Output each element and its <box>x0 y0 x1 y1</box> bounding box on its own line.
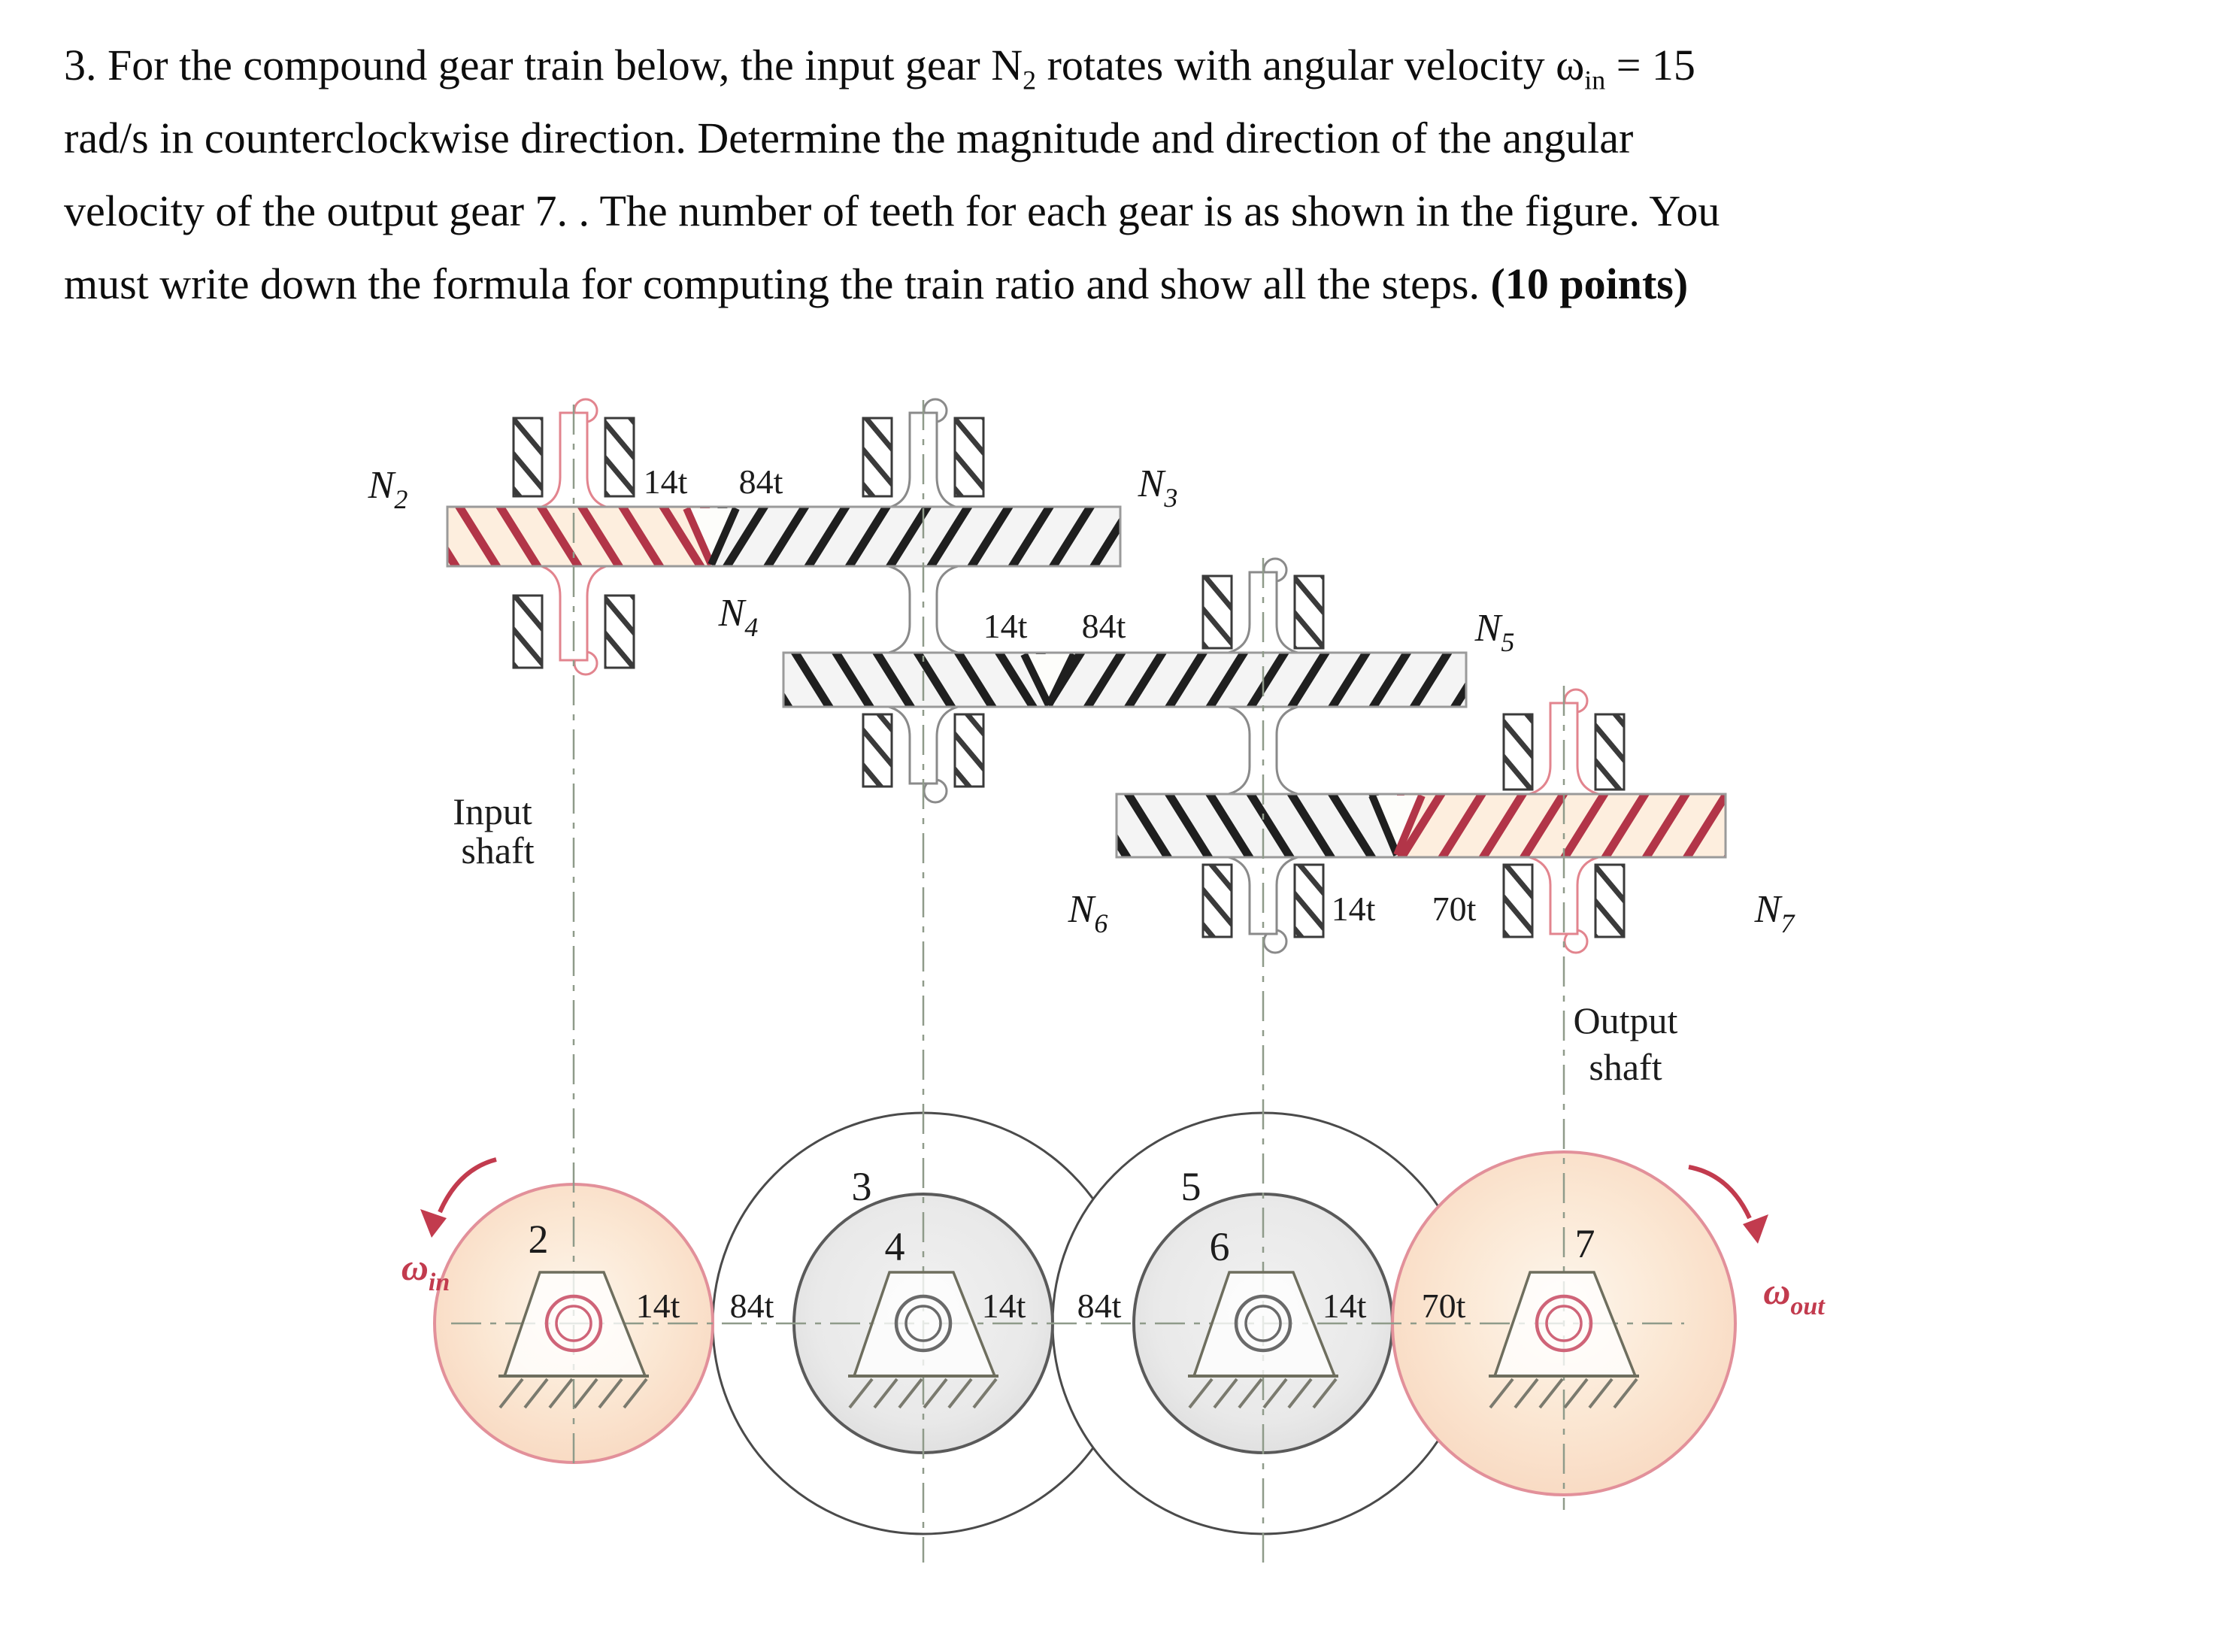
problem-text-line: must write down the formula for computin… <box>64 259 1689 308</box>
label-omega-out: ωout <box>1763 1270 1826 1320</box>
mesh-notch <box>1024 654 1074 705</box>
bearing <box>512 417 544 498</box>
bearing <box>1594 713 1626 791</box>
label-input-shaft-1: Input <box>453 790 532 832</box>
label-circle-4: 4 <box>885 1224 905 1269</box>
bearing <box>1594 863 1626 938</box>
mount-gear6 <box>1188 1271 1338 1409</box>
bearing <box>604 417 635 498</box>
label-circle-3: 3 <box>852 1164 872 1209</box>
label-circle-6: 6 <box>1210 1224 1230 1269</box>
mount-gear4 <box>848 1271 998 1409</box>
bearing <box>1293 863 1325 938</box>
bearing <box>953 713 985 788</box>
mount-gear2 <box>498 1271 649 1409</box>
label-row2-84t: 84t <box>1082 607 1126 645</box>
problem-text-line: velocity of the output gear 7. . The num… <box>64 186 1720 235</box>
label-output-shaft-2: shaft <box>1589 1046 1662 1088</box>
gear2-section <box>447 507 711 566</box>
label-circle-5: 5 <box>1181 1164 1201 1209</box>
mesh-notch <box>686 508 736 565</box>
label-omega-in: ωin <box>401 1246 450 1296</box>
problem-text-line: 3. For the compound gear train below, th… <box>64 41 1695 95</box>
arrowhead <box>420 1209 447 1238</box>
mesh-notch <box>1372 796 1422 855</box>
gear-bar-row2 <box>782 651 1468 708</box>
label-input-shaft-2: shaft <box>461 829 534 871</box>
hub-bore <box>555 1305 592 1342</box>
label-end-70t-g7: 70t <box>1422 1287 1466 1325</box>
problem-text-line: rad/s in counterclockwise direction. Det… <box>64 114 1634 162</box>
label-N2: N2 <box>368 464 408 514</box>
gear3-section <box>711 507 1120 566</box>
label-N7: N7 <box>1754 888 1796 938</box>
hub <box>1535 1294 1593 1353</box>
bearing <box>1293 574 1325 650</box>
bearing <box>1201 574 1233 650</box>
label-N3: N3 <box>1138 462 1178 513</box>
bearing <box>1201 863 1233 938</box>
gear4-section <box>783 653 1049 707</box>
arrowhead <box>1743 1214 1768 1244</box>
label-end-14t-g2: 14t <box>636 1287 680 1325</box>
label-row3-70t: 70t <box>1432 890 1477 928</box>
mount-gear7 <box>1489 1271 1639 1409</box>
label-N6: N6 <box>1068 888 1108 938</box>
label-output-shaft-1: Output <box>1574 999 1678 1041</box>
bearing <box>862 417 893 498</box>
label-end-84t-g3: 84t <box>730 1287 774 1325</box>
label-row2-14t: 14t <box>983 607 1028 645</box>
hub-bore <box>904 1305 942 1342</box>
hub <box>894 1294 953 1353</box>
hub-bore <box>1244 1305 1282 1342</box>
bearing <box>1502 713 1534 791</box>
bearing-blocks <box>512 417 1626 938</box>
bearing <box>604 594 635 669</box>
bearing <box>512 594 544 669</box>
omega-in-arrow <box>420 1157 497 1238</box>
label-end-14t-g4: 14t <box>982 1287 1026 1325</box>
hub <box>1234 1294 1292 1353</box>
gear6-section <box>1117 794 1397 857</box>
label-row1-84t: 84t <box>739 462 783 501</box>
label-end-14t-g6: 14t <box>1323 1287 1367 1325</box>
problem-statement: 3. For the compound gear train below, th… <box>64 29 2192 320</box>
omega-out-arrow <box>1688 1165 1768 1244</box>
label-end-84t-g5: 84t <box>1077 1287 1122 1325</box>
bearing <box>862 713 893 788</box>
gear5-section <box>1049 653 1466 707</box>
label-circle-2: 2 <box>529 1217 549 1262</box>
label-row3-14t: 14t <box>1332 890 1376 928</box>
label-N5: N5 <box>1474 607 1515 657</box>
label-row1-14t: 14t <box>644 462 688 501</box>
gear-bar-row3 <box>1115 793 1727 859</box>
hub <box>544 1294 603 1353</box>
bearing <box>953 417 985 498</box>
bearing <box>1502 863 1534 938</box>
gear-bar-row1 <box>446 505 1122 568</box>
label-N4: N4 <box>718 592 759 642</box>
gear7-section <box>1397 794 1726 857</box>
label-circle-7: 7 <box>1575 1221 1595 1266</box>
hub-bore <box>1545 1305 1583 1342</box>
